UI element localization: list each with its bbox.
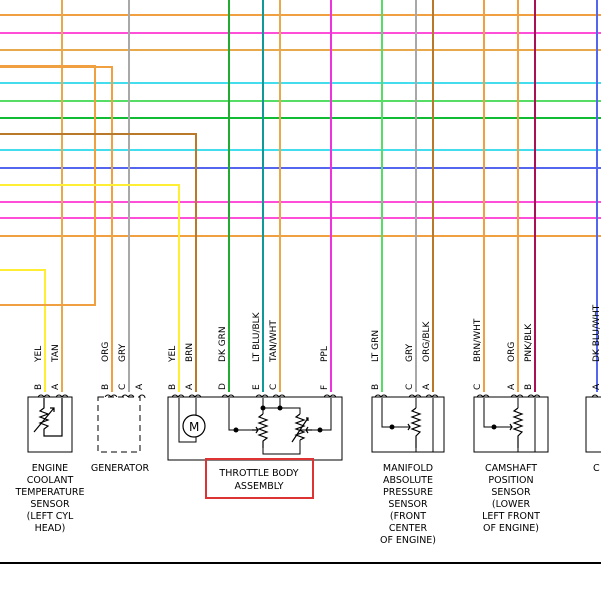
pin-ect-a: A [51, 383, 61, 390]
map-caption-line-6: CENTER [389, 523, 428, 534]
cam-sensor [473, 396, 549, 453]
label-tan-ect: TAN [51, 344, 61, 363]
label-ltgrn-map: LT GRN [371, 330, 381, 362]
throttle-body-caption-line-1: THROTTLE BODY [218, 468, 298, 479]
label-ltblublk-tb: LT BLU/BLK [252, 311, 262, 362]
wire-yel-ect [0, 269, 46, 392]
ect-caption-line-5: (LEFT CYL [27, 511, 74, 522]
tb-junction-dot-2 [260, 405, 266, 411]
throttle-body-highlight-box [205, 458, 314, 499]
ect-caption-line-6: HEAD) [35, 523, 66, 534]
pin-tb-f: F [320, 385, 330, 390]
throttle-body-caption-line-2: ASSEMBLY [234, 481, 283, 492]
wire-org-gen [0, 66, 113, 392]
map-caption-line-7: OF ENGINE) [380, 535, 436, 546]
label-brnwht-cam: BRN/WHT [473, 318, 483, 362]
generator [97, 396, 141, 453]
throttle-body-assembly: M [167, 396, 343, 461]
pin-gen-b: B [101, 384, 111, 390]
ect-sensor [27, 396, 73, 453]
pin-letters: B A B C A B A D E C F B C A C A B A [34, 383, 601, 390]
wire-brn-tb [0, 133, 197, 392]
map-caption-line-4: SENSOR [388, 499, 428, 510]
tb-junction-dot-4 [317, 427, 323, 433]
cam-caption-line-2: POSITION [488, 475, 533, 486]
edge-caption-line-1: C [593, 463, 600, 474]
ect-caption: ENGINE COOLANT TEMPERATURE SENSOR (LEFT … [14, 463, 84, 534]
cam-potentiometer-icon [509, 407, 524, 448]
throttle-body-caption: THROTTLE BODY ASSEMBLY [218, 468, 298, 492]
cam-caption-line-5: LEFT FRONT [482, 511, 540, 522]
pin-cam-b: B [524, 384, 534, 390]
map-caption-line-2: ABSOLUTE [383, 475, 433, 486]
generator-caption-line-1: GENERATOR [91, 463, 150, 474]
label-orgblk-map: ORG/BLK [422, 320, 432, 362]
ect-caption-line-4: SENSOR [30, 499, 70, 510]
pin-map-a: A [422, 383, 432, 390]
map-sensor [371, 396, 445, 453]
tb-motor-symbol: M [189, 420, 199, 434]
edge-component [585, 396, 601, 453]
tb-junction-dot-3 [277, 405, 283, 411]
ect-sensor-box [27, 396, 73, 453]
map-sensor-inner-wiring [381, 398, 434, 453]
label-pnkblk-cam: PNK/BLK [524, 323, 534, 362]
cam-caption: CAMSHAFT POSITION SENSOR (LOWER LEFT FRO… [482, 463, 540, 534]
pin-tb-a: A [185, 383, 195, 390]
ect-caption-line-2: COOLANT [27, 475, 74, 486]
map-caption-line-1: MANIFOLD [383, 463, 433, 474]
cam-sensor-inner-wiring [483, 398, 536, 453]
pin-cam-c: C [473, 384, 483, 390]
pin-gen-c: C [118, 384, 128, 390]
pin-gen-a: A [135, 383, 145, 390]
pin-tb-d: D [218, 383, 228, 390]
pin-map-b: B [371, 384, 381, 390]
pin-tb-b: B [168, 384, 178, 390]
label-tanwht-tb: TAN/WHT [269, 320, 279, 363]
label-gry-map: GRY [405, 343, 415, 362]
label-gry-gen: GRY [118, 343, 128, 362]
label-dkbluwht-edge: DK BLU/WHT [592, 304, 601, 362]
tb-tps-potentiometer-icon [252, 413, 269, 448]
routed-wires [0, 0, 598, 392]
horizontal-wires [0, 14, 601, 237]
map-caption-line-3: PRESSURE [383, 487, 433, 498]
label-brn-tb: BRN [185, 343, 195, 362]
cam-caption-line-4: (LOWER [492, 499, 531, 510]
map-junction-dot [389, 424, 395, 430]
pin-edge-a: A [592, 383, 601, 390]
cam-caption-line-3: SENSOR [491, 487, 531, 498]
edge-caption: C [593, 463, 600, 474]
pin-map-c: C [405, 384, 415, 390]
pin-tb-e: E [252, 384, 262, 390]
map-caption-line-5: (FRONT [390, 511, 426, 522]
ect-thermistor-icon [33, 398, 63, 437]
tb-iat-potentiometer-icon [291, 413, 312, 443]
wire-yel-tb [0, 184, 180, 392]
label-org-cam: ORG [507, 342, 517, 362]
edge-component-box [585, 396, 601, 453]
generator-caption: GENERATOR [91, 463, 150, 474]
generator-dashed-box [97, 396, 141, 453]
label-ppl-tb: PPL [320, 346, 330, 362]
pin-cam-a: A [507, 383, 517, 390]
map-potentiometer-icon [407, 407, 422, 448]
label-yel-tb: YEL [168, 346, 178, 363]
label-org-gen: ORG [101, 342, 111, 362]
pin-tb-c: C [269, 384, 279, 390]
tb-motor-circle [182, 414, 206, 438]
cam-caption-line-1: CAMSHAFT [485, 463, 537, 474]
label-yel-ect: YEL [34, 346, 44, 363]
ect-caption-line-1: ENGINE [32, 463, 68, 474]
label-dkgrn-tb: DK GRN [218, 326, 228, 362]
pin-ect-b: B [34, 384, 44, 390]
tb-junction-dot-1 [233, 427, 239, 433]
map-caption: MANIFOLD ABSOLUTE PRESSURE SENSOR (FRONT… [380, 463, 436, 546]
wire-labels: YEL TAN ORG GRY YEL BRN DK GRN LT BLU/BL… [34, 304, 601, 363]
cam-caption-line-6: OF ENGINE) [483, 523, 539, 534]
cam-junction-dot [491, 424, 497, 430]
ect-caption-line-3: TEMPERATURE [14, 487, 84, 498]
